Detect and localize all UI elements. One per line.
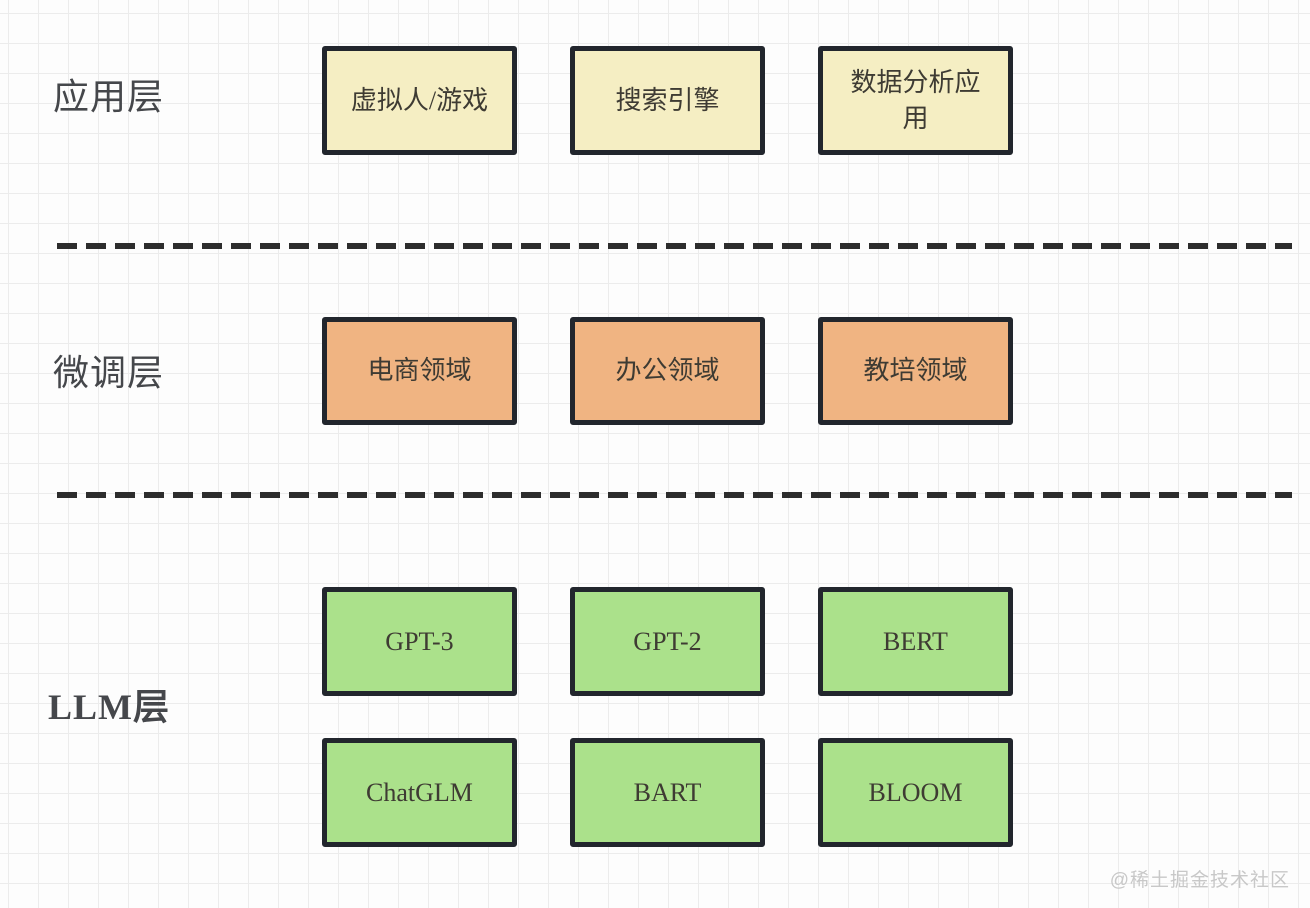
llm-box-bert: BERT <box>818 587 1013 696</box>
box-label: 教培领域 <box>863 356 968 385</box>
app-box-data-analysis: 数据分析应用 <box>818 46 1013 155</box>
box-label: ChatGLM <box>366 777 473 807</box>
layer-label-finetune: 微调层 <box>53 353 165 393</box>
tune-box-education: 教培领域 <box>818 317 1013 425</box>
llm-box-chatglm: ChatGLM <box>322 738 517 847</box>
llm-box-bart: BART <box>570 738 765 847</box>
box-label: GPT-2 <box>633 626 702 656</box>
llm-box-bloom: BLOOM <box>818 738 1013 847</box>
dashed-separator-top <box>57 243 1292 249</box>
app-box-virtual-human-game: 虚拟人/游戏 <box>322 46 517 155</box>
box-label: BLOOM <box>868 777 963 807</box>
llm-box-gpt2: GPT-2 <box>570 587 765 696</box>
box-label: GPT-3 <box>385 626 454 656</box>
layer-label-llm: LLM层 <box>48 687 171 727</box>
box-label: 虚拟人/游戏 <box>350 85 489 115</box>
box-label: BERT <box>883 626 948 656</box>
dashed-separator-bottom <box>57 492 1292 498</box>
watermark-juejin: @稀土掘金技术社区 <box>1109 870 1290 891</box>
layer-label-application: 应用层 <box>53 77 165 117</box>
box-label: 数据分析应用 <box>850 67 981 133</box>
box-label: 电商领域 <box>367 356 472 385</box>
app-box-search-engine: 搜索引擎 <box>570 46 765 155</box>
box-label: 搜索引擎 <box>615 85 720 115</box>
box-label: BART <box>633 777 702 807</box>
tune-box-office: 办公领域 <box>570 317 765 425</box>
tune-box-ecommerce: 电商领域 <box>322 317 517 425</box>
llm-box-gpt3: GPT-3 <box>322 587 517 696</box>
box-label: 办公领域 <box>615 356 720 385</box>
